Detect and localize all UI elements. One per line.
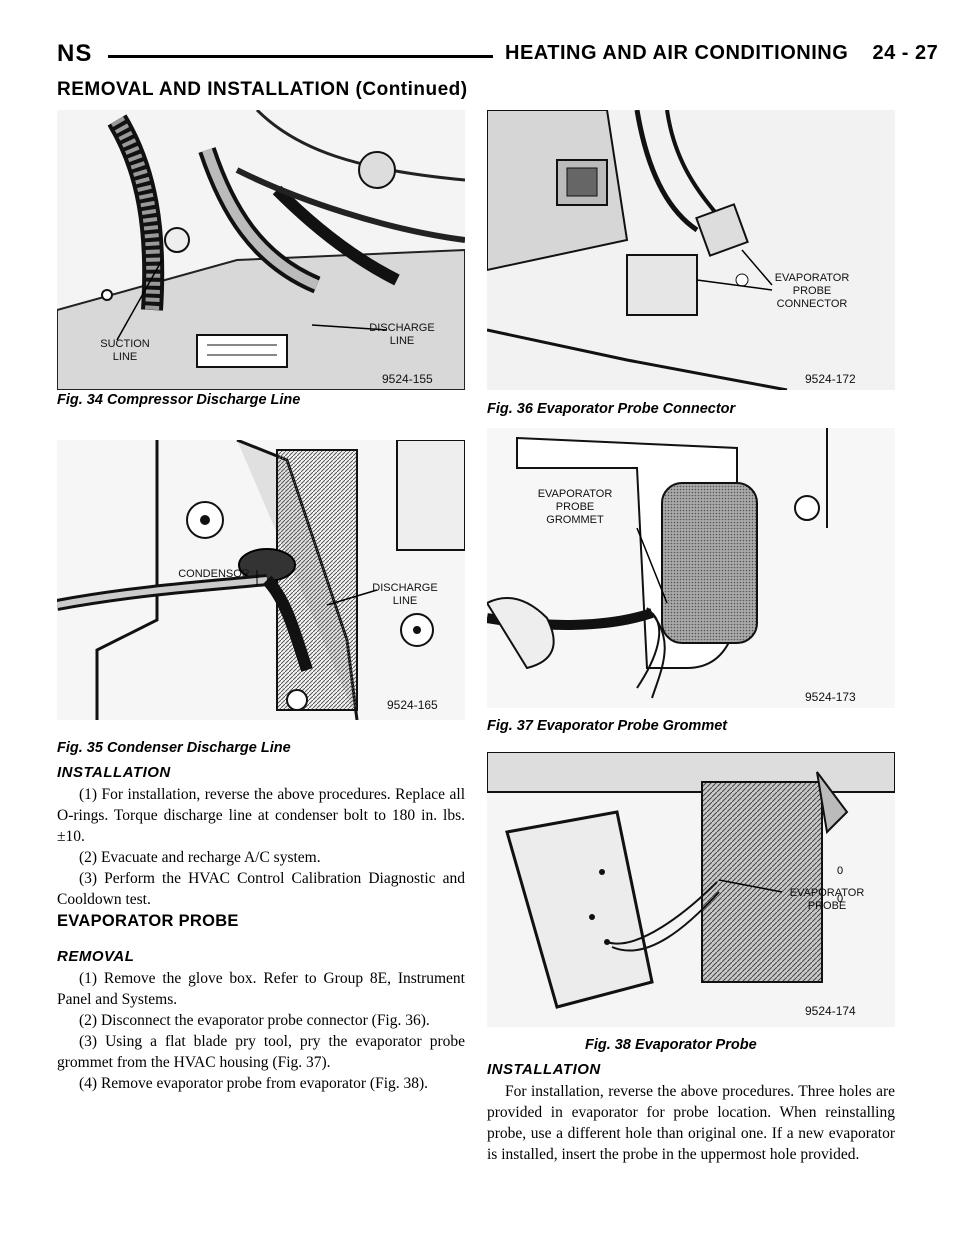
figure-37-caption: Fig. 37 Evaporator Probe Grommet — [487, 718, 728, 734]
figure-number: 9524-165 — [387, 698, 438, 712]
figure-number: 9524-174 — [805, 1004, 856, 1018]
figure-38-caption: Fig. 38 Evaporator Probe — [585, 1037, 757, 1053]
continued-heading: REMOVAL AND INSTALLATION (Continued) — [57, 79, 468, 100]
condensor-label: CONDENSOR — [178, 568, 250, 580]
header-rule — [108, 55, 493, 58]
svg-text:0: 0 — [837, 865, 843, 877]
removal-steps: (1) Remove the glove box. Refer to Group… — [57, 968, 465, 1094]
suction-line-label: SUCTION LINE — [100, 338, 150, 363]
figure-36-illustration: EVAPORATOR PROBE CONNECTOR 9524-172 — [487, 110, 895, 390]
installation-step-1: (1) For installation, reverse the above … — [57, 786, 465, 845]
evaporator-probe-grommet-label: EVAPORATOR PROBE GROMMET — [537, 488, 613, 526]
header-title: HEATING AND AIR CONDITIONING 24 - 27 — [505, 42, 939, 64]
discharge-line-label: DISCHARGE LINE — [369, 322, 435, 347]
figure-number: 9524-173 — [805, 690, 856, 704]
installation-paragraph: For installation, reverse the above proc… — [487, 1083, 895, 1163]
evaporator-probe-label: EVAPORATOR PROBE — [789, 887, 865, 912]
svg-text:0: 0 — [837, 893, 843, 905]
installation-step-2: (2) Evacuate and recharge A/C system. — [79, 849, 321, 866]
figure-38-illustration: 0 0 EVAPORATOR PROBE 9524-174 — [487, 752, 895, 1027]
removal-step-3: (3) Using a flat blade pry tool, pry the… — [57, 1033, 465, 1071]
discharge-line-label: DISCHARGE LINE — [372, 582, 438, 607]
evaporator-probe-heading: EVAPORATOR PROBE — [57, 912, 239, 930]
installation-heading: INSTALLATION — [57, 764, 171, 781]
removal-step-1: (1) Remove the glove box. Refer to Group… — [57, 970, 465, 1008]
installation-heading-right: INSTALLATION — [487, 1061, 601, 1078]
installation-body: For installation, reverse the above proc… — [487, 1081, 895, 1165]
removal-step-2: (2) Disconnect the evaporator probe conn… — [79, 1012, 430, 1029]
installation-step-3: (3) Perform the HVAC Control Calibration… — [57, 870, 465, 908]
installation-steps: (1) For installation, reverse the above … — [57, 784, 465, 910]
figure-number: 9524-155 — [382, 372, 433, 386]
figure-34-caption: Fig. 34 Compressor Discharge Line — [57, 392, 301, 408]
removal-heading: REMOVAL — [57, 948, 135, 965]
figure-number: 9524-172 — [805, 372, 856, 386]
evaporator-probe-connector-label: EVAPORATOR PROBE CONNECTOR — [774, 272, 850, 310]
figure-34-illustration: SUCTION LINE DISCHARGE LINE 9524-155 — [57, 110, 465, 390]
removal-step-4: (4) Remove evaporator probe from evapora… — [79, 1075, 429, 1092]
figure-35-illustration: CONDENSOR DISCHARGE LINE 9524-165 — [57, 440, 465, 720]
header-code: NS — [57, 40, 93, 67]
figure-36-caption: Fig. 36 Evaporator Probe Connector — [487, 401, 736, 417]
figure-35-caption: Fig. 35 Condenser Discharge Line — [57, 740, 291, 756]
figure-37-illustration: EVAPORATOR PROBE GROMMET 9524-173 — [487, 428, 895, 708]
